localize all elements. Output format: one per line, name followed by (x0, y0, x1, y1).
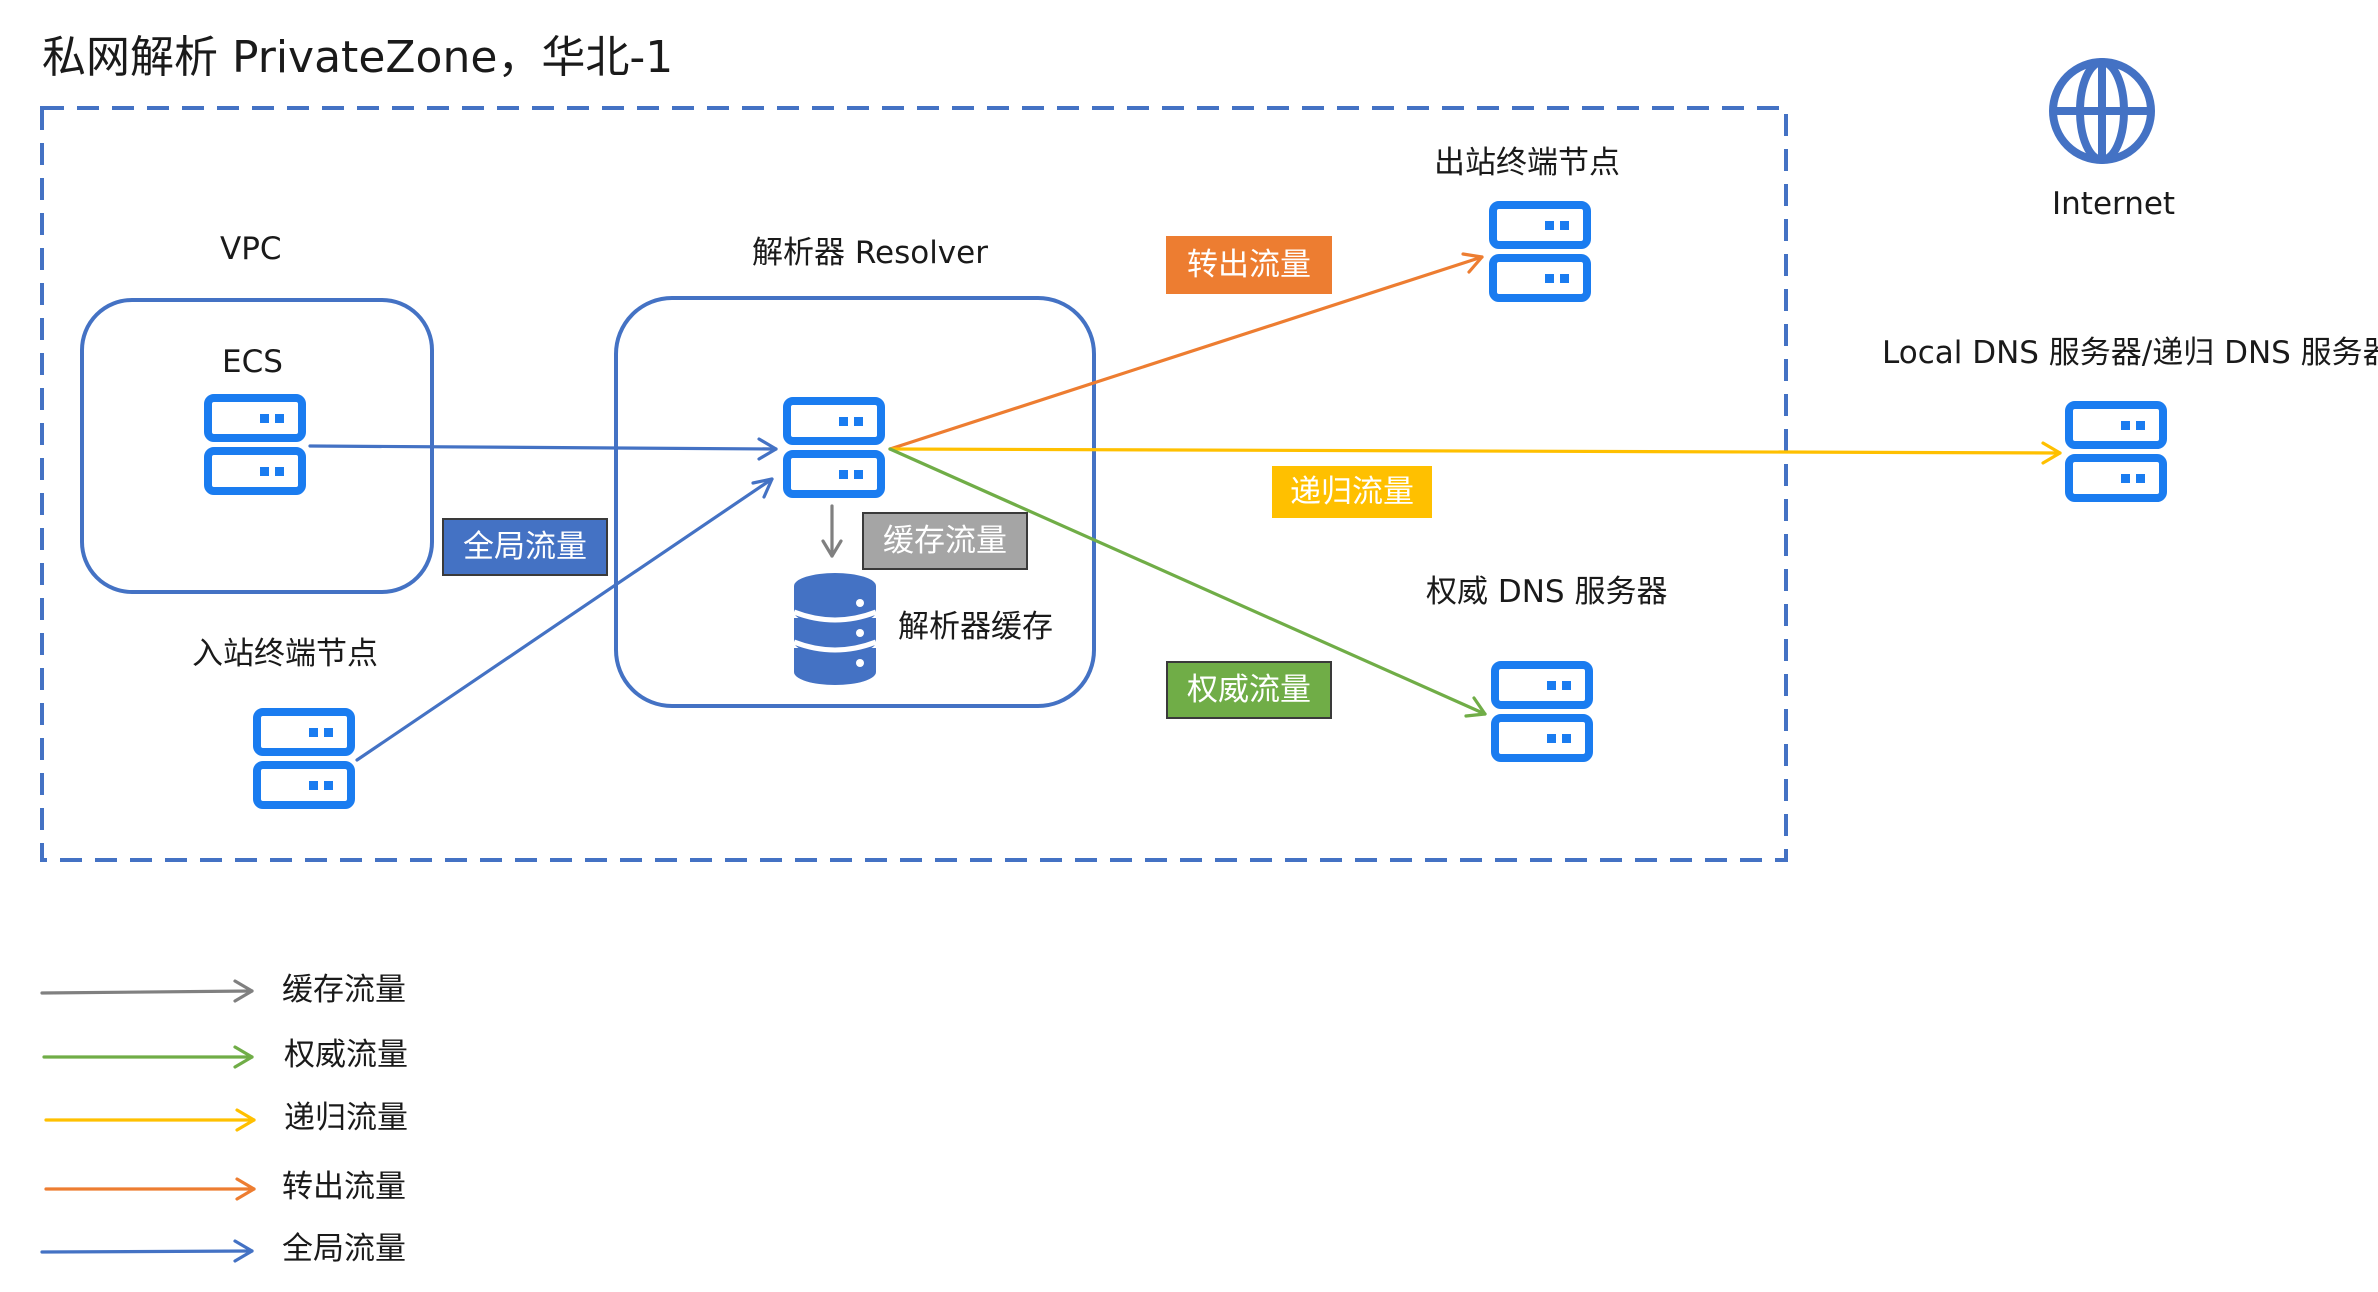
tag-cache-traffic: 缓存流量 (862, 512, 1028, 570)
database-icon (793, 573, 877, 685)
vpc-label: VPC (220, 231, 282, 267)
tag-authoritative-traffic: 权威流量 (1166, 661, 1332, 719)
outbound-server-icon (1493, 205, 1587, 298)
tag-global-traffic: 全局流量 (442, 518, 608, 576)
resolver-label: 解析器 Resolver (752, 235, 988, 271)
legend-arrowhead-cache (233, 979, 254, 1003)
arrowhead-recursive (2041, 441, 2062, 465)
legend-line-cache (40, 989, 254, 995)
ecs-server-icon (208, 398, 302, 491)
region-boundary (40, 106, 1788, 862)
inbound-endpoint-label: 入站终端节点 (192, 636, 378, 672)
legend-label-forward: 转出流量 (282, 1169, 406, 1205)
arrowhead-ecs-to-resolver (757, 437, 778, 461)
outbound-endpoint-label: 出站终端节点 (1434, 145, 1620, 181)
arrowhead-inbound-to-resolver (751, 477, 774, 499)
resolver-box (614, 296, 1096, 708)
legend-line-global (40, 1249, 254, 1254)
resolver-server-icon (787, 401, 881, 494)
arrowhead-cache (821, 539, 843, 558)
resolver-cache-label: 解析器缓存 (898, 609, 1053, 645)
tag-forward-traffic: 转出流量 (1166, 236, 1332, 294)
arrow-forward (888, 255, 1484, 451)
arrow-ecs-to-resolver (308, 444, 778, 451)
legend-arrowhead-recursive (235, 1108, 256, 1132)
legend-label-authoritative: 权威流量 (284, 1037, 408, 1073)
authoritative-dns-label: 权威 DNS 服务器 (1426, 574, 1668, 610)
legend-arrowhead-global (233, 1239, 254, 1263)
arrowhead-forward (1461, 252, 1484, 274)
internet-label: Internet (2052, 186, 2176, 222)
arrowhead-authoritative (1464, 696, 1487, 718)
arrow-inbound-to-resolver (355, 477, 774, 762)
globe-icon (2049, 58, 2155, 164)
arrow-authoritative (888, 447, 1487, 716)
ecs-label: ECS (222, 344, 283, 380)
legend-label-cache: 缓存流量 (282, 972, 406, 1008)
legend-label-recursive: 递归流量 (284, 1100, 408, 1136)
page-title: 私网解析 PrivateZone，华北-1 (42, 32, 674, 83)
legend-label-global: 全局流量 (282, 1231, 406, 1267)
authoritative-server-icon (1495, 665, 1589, 758)
inbound-server-icon (257, 712, 351, 805)
legend-arrowhead-authoritative (233, 1045, 254, 1069)
legend-arrowhead-forward (235, 1177, 256, 1201)
local-dns-label: Local DNS 服务器/递归 DNS 服务器 (1882, 335, 2378, 371)
local-dns-server-icon (2069, 405, 2163, 498)
arrow-recursive (888, 447, 2062, 455)
tag-recursive-traffic: 递归流量 (1272, 466, 1432, 518)
